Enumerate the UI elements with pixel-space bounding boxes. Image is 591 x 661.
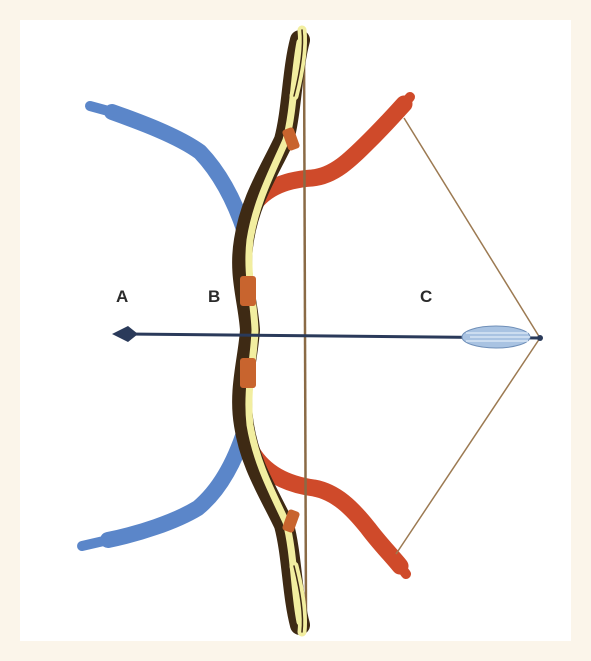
unstrung-upper-limb bbox=[112, 112, 245, 232]
drawn-upper-tip bbox=[404, 97, 410, 104]
unstrung-bow-limbs bbox=[82, 106, 245, 546]
upper-grip-wrap bbox=[240, 276, 256, 306]
label-b: B bbox=[208, 287, 220, 306]
unstrung-upper-tip bbox=[90, 106, 112, 112]
unstrung-lower-tip bbox=[82, 540, 108, 546]
unstrung-lower-limb bbox=[108, 430, 245, 540]
drawn-lower-tip bbox=[400, 566, 406, 574]
arrowhead bbox=[112, 326, 138, 342]
label-a: A bbox=[116, 287, 128, 306]
label-c: C bbox=[420, 287, 432, 306]
strung-bow bbox=[242, 30, 302, 632]
arrow-fletching bbox=[462, 326, 530, 348]
strung-bowstring bbox=[304, 40, 306, 620]
lower-grip-wrap bbox=[240, 358, 256, 388]
drawn-string-lower bbox=[396, 338, 540, 554]
arrow bbox=[112, 326, 543, 348]
arrow-nock bbox=[537, 335, 543, 341]
